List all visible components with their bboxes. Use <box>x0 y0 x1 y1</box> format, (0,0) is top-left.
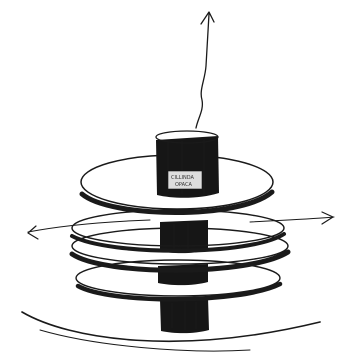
upper-shaft <box>160 220 208 253</box>
bottom-shaft <box>160 298 209 333</box>
upward-arrow <box>196 12 214 128</box>
cylinder-label-line-2: OPACA <box>175 182 192 188</box>
top-cylinder: CILLINDA OPACA <box>156 131 219 198</box>
cylinder-label-line-1: CILLINDA <box>171 175 195 181</box>
